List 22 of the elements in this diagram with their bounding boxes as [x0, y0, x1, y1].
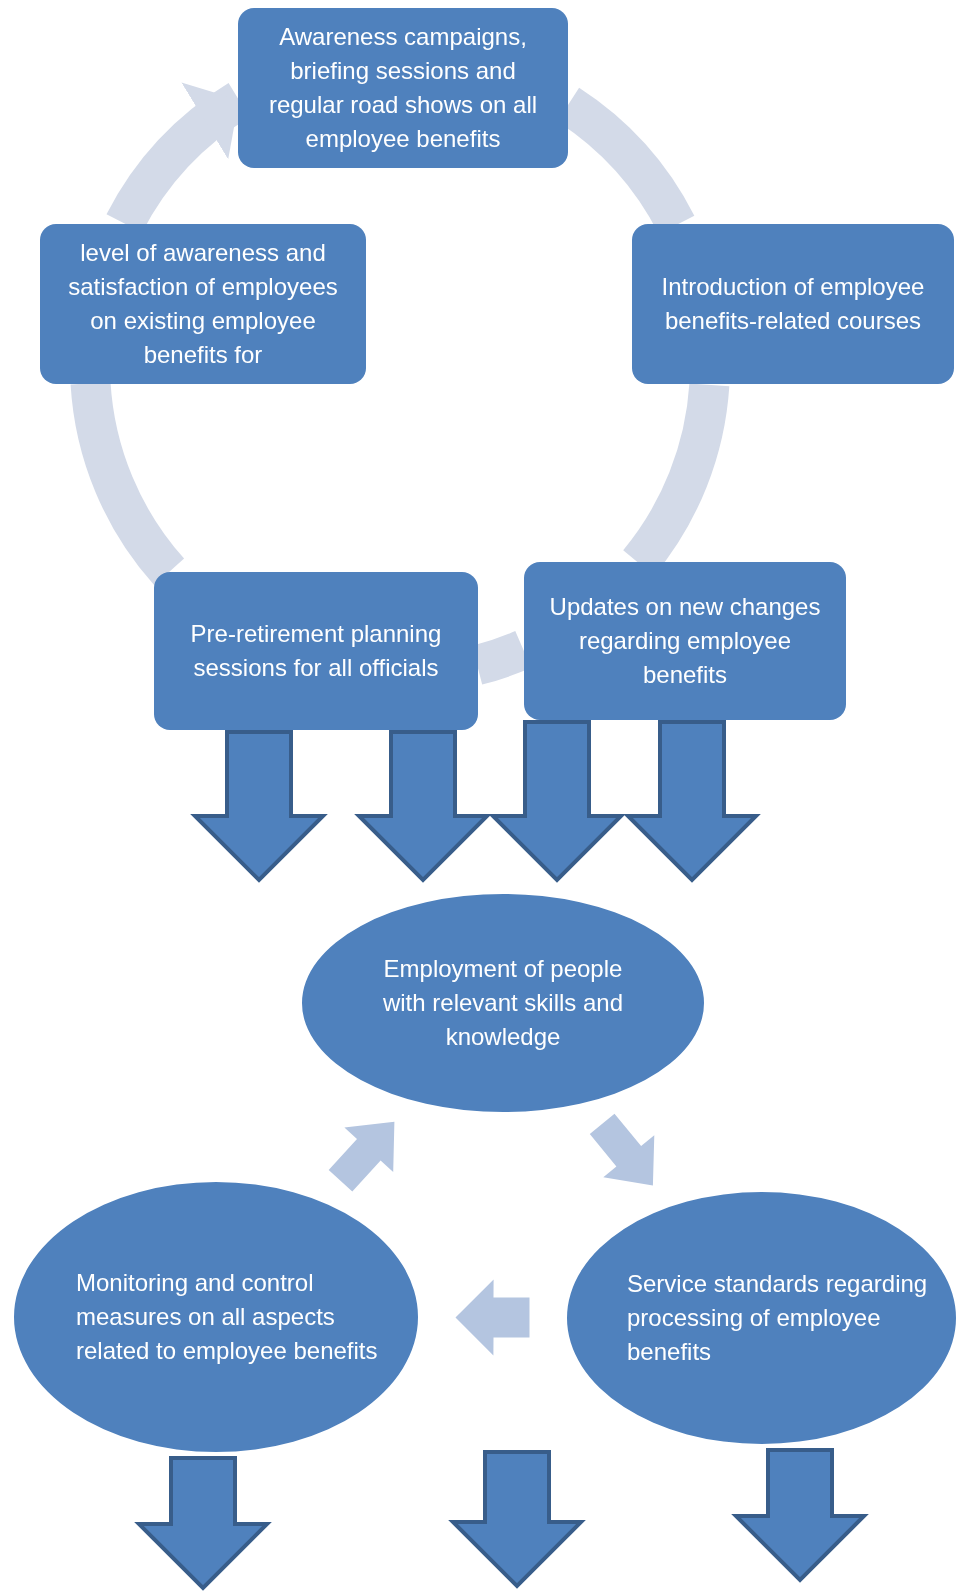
process-box	[524, 562, 846, 720]
node-text: Service standards regarding processing of employee benefits	[627, 1269, 929, 1367]
process-box	[40, 224, 366, 384]
node-text: Monitoring and control measures on all aspects related to employee benefits	[76, 1268, 378, 1366]
block-arrow	[589, 1113, 655, 1186]
node-text: level of awareness and satisfaction of employees on existing employee benefits for	[67, 238, 339, 370]
block-arrow	[623, 720, 761, 883]
node-text: Introduction of employee benefits-related courses	[660, 272, 926, 336]
process-box	[632, 224, 954, 384]
block-arrow	[455, 1279, 530, 1356]
block-arrow	[354, 730, 492, 883]
block-arrow	[328, 1121, 395, 1192]
block-arrow	[190, 730, 328, 883]
node-text: Awareness campaigns, briefing sessions and regular road shows on all employee benefits	[267, 22, 539, 154]
block-arrow	[488, 720, 626, 883]
node-text: Employment of people with relevant skills and knowledge	[381, 954, 625, 1052]
block-arrow	[134, 1456, 272, 1591]
block-arrow	[731, 1448, 869, 1583]
node-text: Pre-retirement planning sessions for all officials	[189, 619, 443, 683]
node-text: Updates on new changes regarding employee benefits	[548, 592, 822, 690]
process-box	[154, 572, 478, 730]
process-box	[238, 8, 568, 168]
